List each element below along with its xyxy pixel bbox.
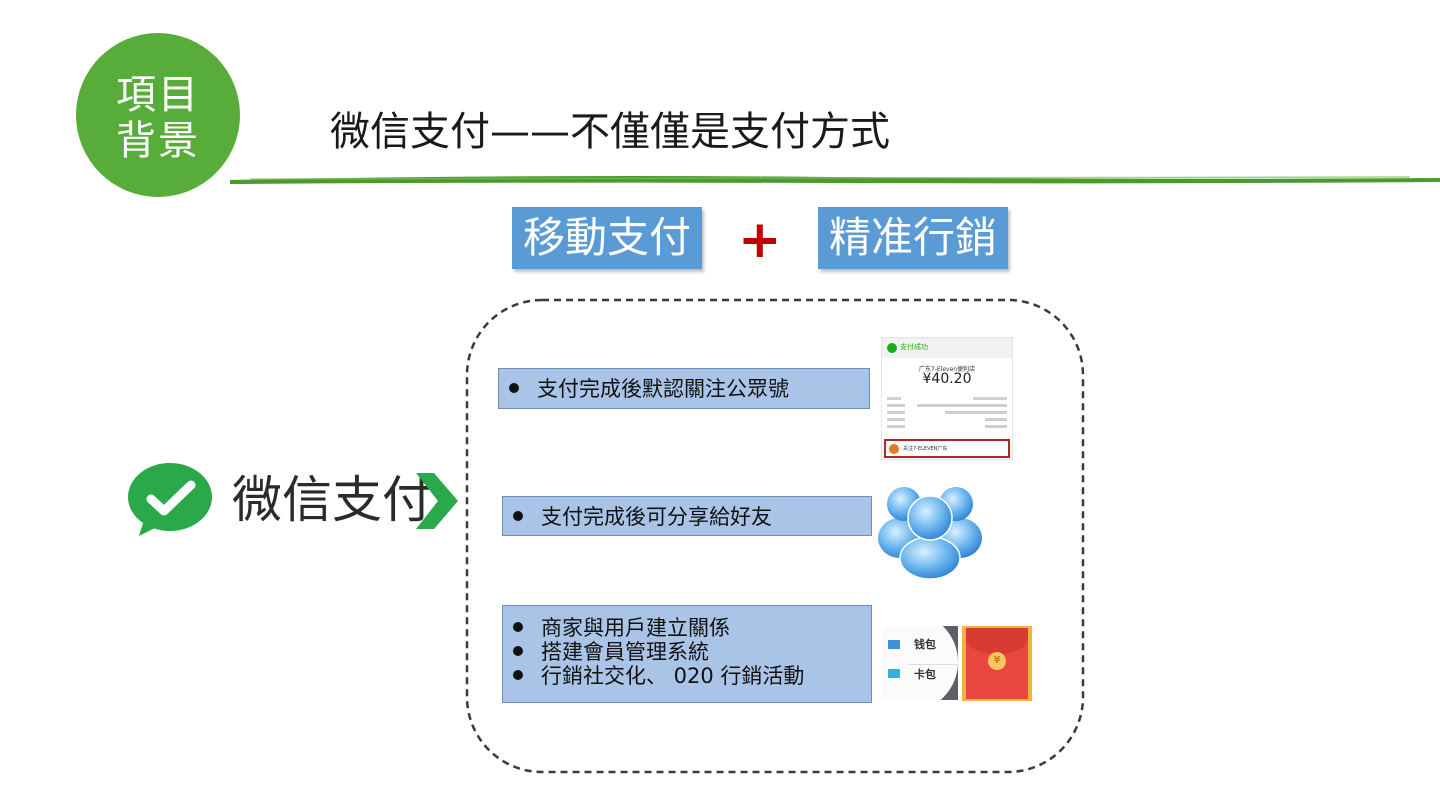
wechat-pay-icon (128, 463, 212, 536)
success-check-icon (887, 343, 897, 353)
receipt-store: 广东7-Eleven便利店 (918, 366, 976, 373)
store-logo-icon (889, 444, 899, 454)
card-package-label: 卡包 (914, 668, 936, 681)
wallet-icon (888, 640, 900, 649)
feature-text: 商家與用戶建立關係 (541, 616, 730, 640)
bullet-icon (513, 670, 523, 680)
feature-box-follow: 支付完成後默認關注公眾號 (498, 368, 870, 409)
follow-account-row: 关注7-ELEVEN广东 (884, 439, 1010, 458)
plus-sign: + (738, 210, 782, 270)
receipt-header (882, 338, 1012, 358)
section-badge-label: 項目 背景 (76, 72, 240, 164)
payment-receipt-image: 支付成功 广东7-Eleven便利店 ¥40.20 关注7-ELEVEN广东 (881, 337, 1013, 460)
feature-text: 支付完成後可分享給好友 (541, 505, 772, 529)
feature-item: 商家與用戶建立關係 (513, 616, 861, 640)
mobile-payment-box: 移動支付 (512, 207, 702, 269)
feature-box-relationship: 商家與用戶建立關係 搭建會員管理系統 行銷社交化、 020 行銷活動 (502, 605, 872, 703)
feature-text: 支付完成後默認關注公眾號 (537, 377, 789, 401)
section-badge (76, 33, 240, 197)
feature-item: 支付完成後默認關注公眾號 (509, 377, 859, 401)
feature-item: 搭建會員管理系統 (513, 640, 861, 664)
bullet-icon (513, 511, 523, 521)
dashed-container (465, 298, 1085, 774)
badge-line-2: 背景 (116, 118, 200, 164)
feature-item: 行銷社交化、 020 行銷活動 (513, 664, 861, 688)
chevron-right-icon (416, 473, 458, 529)
bullet-icon (513, 646, 523, 656)
wechat-pay-label: 微信支付 (232, 471, 432, 529)
feature-box-share: 支付完成後可分享給好友 (502, 496, 872, 536)
precision-marketing-box: 精准行銷 (818, 207, 1008, 269)
receipt-detail-rows (887, 396, 1007, 431)
bullet-icon (513, 622, 523, 632)
feature-item: 支付完成後可分享給好友 (513, 505, 861, 529)
wallet-menu-image: 钱包 卡包 (882, 626, 958, 700)
badge-line-1: 項目 (116, 72, 200, 118)
wallet-label: 钱包 (914, 638, 936, 651)
receipt-status: 支付成功 (900, 343, 928, 351)
feature-text: 搭建會員管理系統 (541, 640, 709, 664)
friends-group-icon (878, 487, 982, 580)
follow-account-label: 关注7-ELEVEN广东 (903, 446, 948, 452)
card-package-icon (888, 669, 900, 678)
yuan-coin-icon: ¥ (988, 652, 1006, 670)
receipt-amount: ¥40.20 (922, 371, 972, 387)
brush-underline (230, 176, 1440, 184)
feature-text: 行銷社交化、 020 行銷活動 (541, 664, 805, 688)
bullet-icon (509, 383, 519, 393)
slide-title: 微信支付——不僅僅是支付方式 (330, 109, 890, 155)
red-packet-image: ¥ (962, 626, 1032, 701)
